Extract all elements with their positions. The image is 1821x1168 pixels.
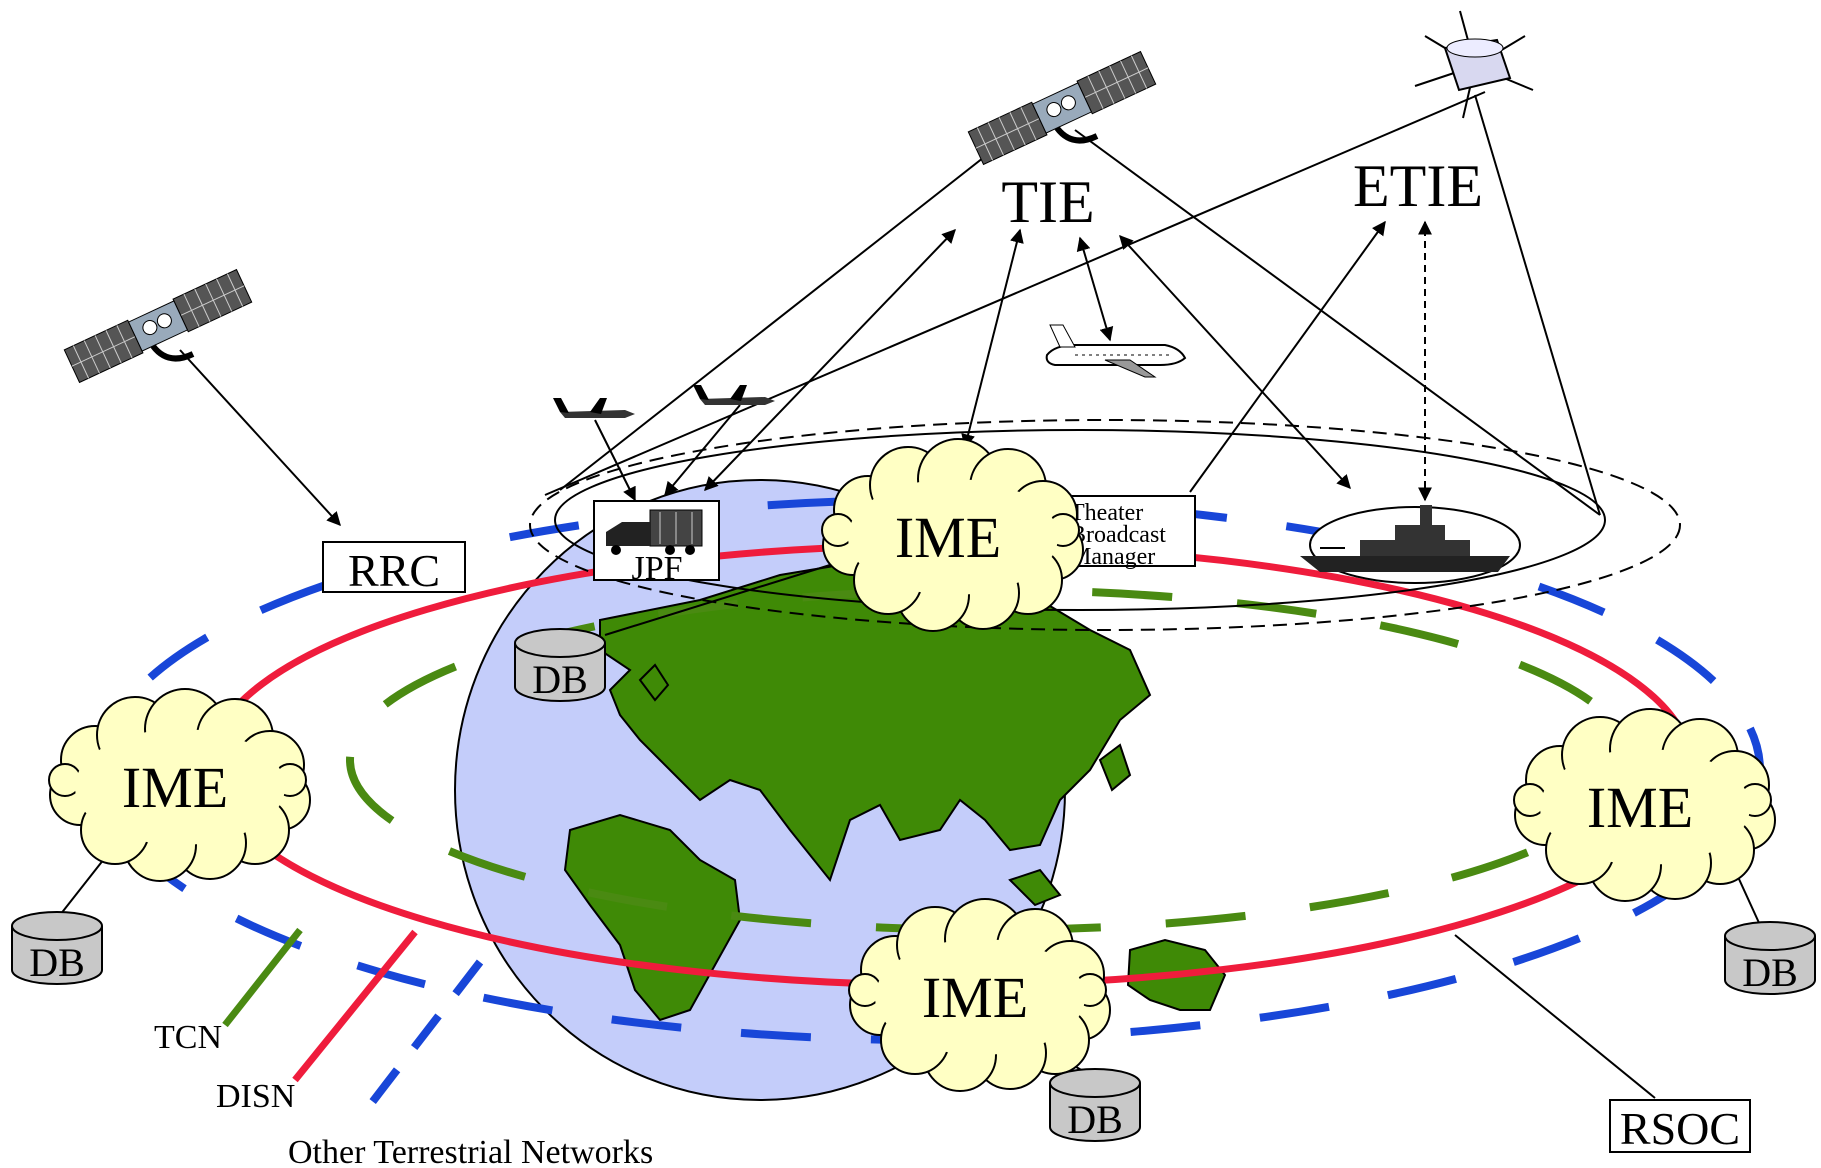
broadcast-area-dashed	[529, 419, 1681, 631]
sat-center-to-jpf	[559, 124, 1026, 491]
rrc-label: RRC	[348, 545, 440, 596]
tbm-line-2: Broadcast	[1070, 522, 1166, 548]
broadcast-area-solid	[554, 429, 1606, 611]
ime-label: IME	[922, 965, 1028, 1030]
jpf-label: JPF	[631, 550, 682, 587]
sat-right-to-ring-left	[544, 91, 1486, 496]
ship-icon	[1300, 505, 1510, 572]
ime-label: IME	[895, 505, 1001, 570]
legend-other: Other Terrestrial Networks	[288, 1134, 653, 1168]
tbm-line-1: Theater	[1070, 500, 1143, 526]
legend-other-line	[356, 959, 484, 1121]
sat-left-to-rrc	[179, 349, 341, 527]
tie-to-ship	[1119, 234, 1351, 490]
rsoc-label: RSOC	[1620, 1103, 1740, 1154]
ime-label: IME	[1587, 775, 1693, 840]
ime-node-top: IME	[821, 438, 1084, 632]
db-label: DB	[532, 657, 588, 702]
ime-node-left: IME	[48, 688, 311, 882]
legend-tcn-line	[222, 927, 303, 1028]
db-node-bottom: DB	[1049, 1068, 1141, 1142]
ime-label: IME	[122, 755, 228, 820]
db-node-top: DB	[514, 628, 606, 702]
satellite-icon	[968, 52, 1155, 165]
db-label: DB	[29, 940, 85, 985]
tbm-to-etie	[1189, 220, 1386, 493]
tie-label: TIE	[1001, 169, 1094, 235]
ime-node-bottom: IME	[848, 898, 1111, 1092]
aircraft-icon	[693, 385, 775, 405]
etie-label: ETIE	[1353, 153, 1483, 219]
legend-disn-line	[292, 929, 418, 1083]
ime-node-right: IME	[1513, 708, 1776, 902]
db-label: DB	[1067, 1097, 1123, 1142]
tie-to-aircraft	[1076, 236, 1114, 342]
plane1-to-jpf	[594, 419, 636, 502]
db-label: DB	[1742, 950, 1798, 995]
legend-disn: DISN	[216, 1078, 295, 1115]
legend-tcn: TCN	[154, 1019, 222, 1056]
aircraft-icon	[1045, 324, 1187, 378]
aircraft-icon	[553, 398, 635, 418]
satellite-icon	[1414, 10, 1534, 119]
sat-right-to-ring-right	[1474, 94, 1601, 516]
ime-to-db	[604, 564, 831, 636]
db-node-right: DB	[1724, 921, 1816, 995]
ship-node	[1300, 505, 1521, 584]
tbm-line-3: Manager	[1070, 544, 1155, 570]
rsoc-node: RSOC	[1609, 1099, 1751, 1154]
db-node-left: DB	[11, 911, 103, 985]
truck-icon	[606, 509, 703, 555]
tie-to-jpf	[704, 228, 956, 492]
sat-center-to-ring	[1074, 129, 1601, 516]
theater-broadcast-manager-node: Theater Broadcast Manager	[1054, 495, 1196, 570]
jpf-node: JPF	[593, 500, 720, 587]
rrc-node: RRC	[322, 541, 466, 596]
tie-to-ime	[961, 228, 1024, 449]
ring-to-rsoc	[1454, 934, 1656, 1099]
satellite-icon	[64, 270, 251, 383]
legend: TCN DISN Other Terrestrial Networks	[154, 927, 653, 1168]
